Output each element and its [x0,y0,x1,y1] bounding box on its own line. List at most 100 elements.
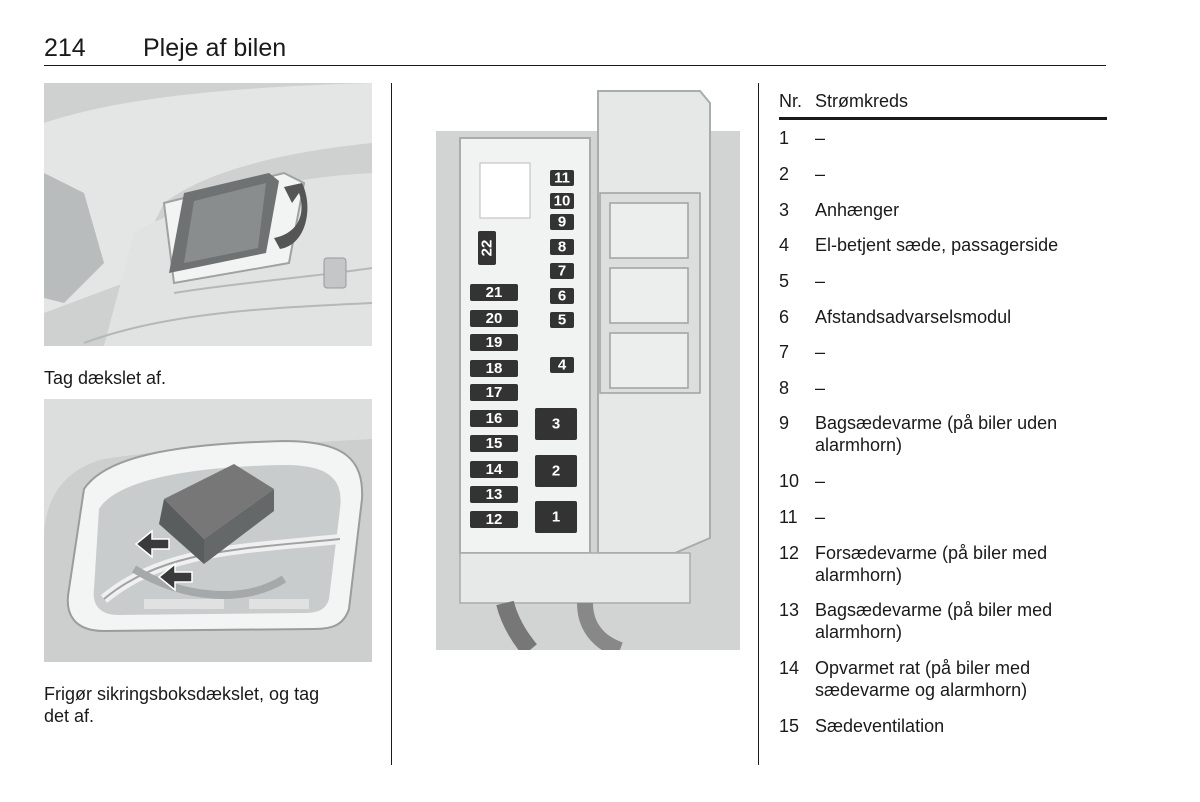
page-title: Pleje af bilen [143,34,287,62]
circuit-description-line: – [815,128,826,148]
circuit-description-line: – [815,164,826,184]
fuse-body [535,408,577,440]
fuse-20: 20 [470,310,518,327]
fuse-body [550,357,574,373]
fuse-label: 22 [479,240,496,257]
fuse-body [470,384,518,401]
fuse-body [470,435,518,452]
column-header-circuit: Strømkreds [815,91,909,111]
fuse-10: 10 [550,193,574,210]
fuse-label: 11 [554,170,570,187]
fuse-7: 7 [550,263,574,280]
fuse-label: 18 [486,360,503,377]
column-divider-left [391,83,392,765]
fuse-number: 5 [779,271,790,291]
fuse-number: 8 [779,378,790,398]
fuse-number: 11 [779,507,798,527]
fuse-22: 22 [478,231,496,265]
fuse-3: 3 [535,408,577,440]
circuit-description-line: Bagsædevarme (på biler med [815,600,1053,620]
fuse-label: 2 [552,463,560,480]
fuse-body [470,334,518,351]
fuse-number: 3 [779,200,790,220]
circuit-description-line: Afstandsadvarselsmodul [815,307,1012,327]
fuse-body [470,410,518,427]
fuse-label: 13 [486,486,503,503]
fuse-body [550,239,574,255]
fuse-17: 17 [470,384,518,401]
fuse-number: 14 [779,658,800,678]
circuit-description-line: Opvarmet rat (på biler med [815,658,1031,678]
circuit-description: – [815,270,1107,292]
page-number: 214 [44,34,86,62]
trunk-cover-illustration [44,83,372,346]
fuse-number: 1 [779,128,790,148]
circuit-description-line: alarmhorn) [815,622,903,642]
fuse-label: 4 [558,357,567,374]
circuit-description-line: sædevarme og alarmhorn) [815,680,1028,700]
fuse-label: 5 [558,312,566,329]
circuit-description: – [815,377,1107,399]
circuit-description: – [815,127,1107,149]
circuit-description: – [815,163,1107,185]
fuse-11: 11 [550,170,574,187]
fuse-label: 19 [486,334,503,351]
fuse-body [470,360,518,377]
fuse-number: 6 [779,307,790,327]
fuse-body [470,310,518,327]
fuse-number: 4 [779,235,790,255]
circuit-description-line: alarmhorn) [815,565,903,585]
fuse-body [470,461,518,478]
fuse-number: 10 [779,471,800,491]
circuit-description: Sædeventilation [815,715,1107,737]
circuit-description: Anhænger [815,199,1107,221]
fuse-2: 2 [535,455,577,487]
fuse-number: 15 [779,716,800,736]
fuse-body [550,288,574,304]
fuse-label: 20 [486,310,503,327]
fuse-label: 1 [552,509,560,526]
fuse-body [550,312,574,328]
fuse-body [535,501,577,533]
fuse-18: 18 [470,360,518,377]
caption-step2-line1: Frigør sikringsboksdækslet, og tag [44,684,320,704]
circuit-description: – [815,506,1107,528]
circuit-description-line: – [815,342,826,362]
caption-step2: Frigør sikringsboksdækslet, og tag det a… [44,683,319,727]
fuse-label: 10 [554,193,571,210]
fuse-9: 9 [550,214,574,231]
fuse-body [470,511,518,528]
fuse-13: 13 [470,486,518,503]
fuse-8: 8 [550,239,574,256]
fuse-label: 9 [558,214,566,231]
circuit-description: – [815,341,1107,363]
fuse-body [535,455,577,487]
caption-step2-line2: det af. [44,706,95,726]
circuit-description: – [815,470,1107,492]
fuse-label: 14 [486,461,503,478]
circuit-description: El-betjent sæde, passagerside [815,234,1107,256]
fusebox-cover-illustration [44,399,372,662]
fuse-19: 19 [470,334,518,351]
fuse-label: 15 [486,435,503,452]
fuse-12: 12 [470,511,518,528]
circuit-description-line: Anhænger [815,200,900,220]
circuit-description-line: alarmhorn) [815,435,903,455]
fuse-number: 9 [779,413,790,433]
fuse-label: 21 [486,284,503,301]
circuit-description-line: – [815,378,826,398]
fuse-21: 21 [470,284,518,301]
fuse-body [550,170,574,186]
header-rule [44,65,1106,66]
table-header: Nr. Strømkreds [779,89,1107,120]
circuit-description-line: – [815,271,826,291]
circuit-description-line: – [815,471,826,491]
column-divider-right [758,83,759,765]
circuit-description-line: Sædeventilation [815,716,945,736]
fuse-body [470,284,518,301]
fuse-label: 16 [486,410,503,427]
fuse-body [550,263,574,279]
